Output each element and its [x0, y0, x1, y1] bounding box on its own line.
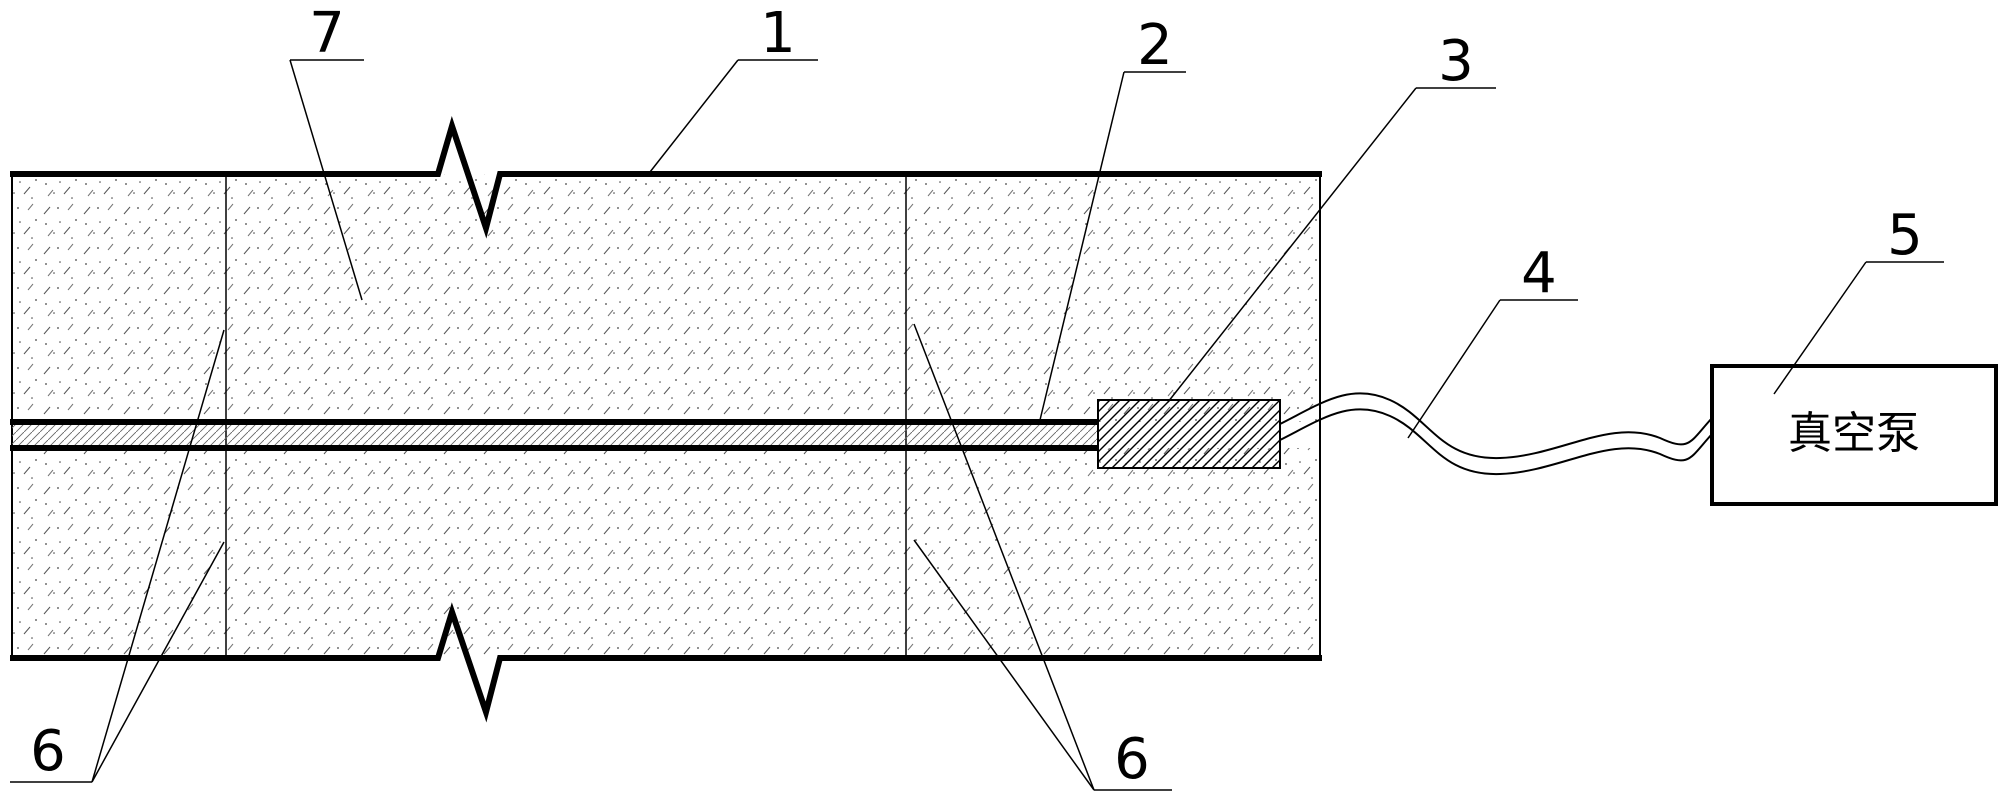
leader-3-line — [1167, 87, 1417, 403]
label-7: 7 — [309, 1, 345, 66]
vacuum-pump-text: 真空泵 — [1788, 408, 1920, 459]
leader-1-line — [649, 59, 739, 173]
soil-body-top — [12, 174, 1320, 422]
drainage-pipe-fill — [12, 422, 1098, 448]
leader-7-line — [289, 59, 363, 301]
label-1: 1 — [760, 1, 796, 66]
label-5: 5 — [1887, 203, 1923, 268]
label-6-right: 6 — [1114, 727, 1150, 792]
top-boundary-line — [10, 115, 1322, 239]
leader-6-right-line-a — [913, 323, 1095, 791]
leader-6-left-line-a — [91, 329, 225, 783]
hose-outer — [1279, 392, 1713, 460]
leader-4-line — [1407, 299, 1501, 439]
label-4: 4 — [1521, 241, 1557, 306]
label-6-left: 6 — [30, 719, 66, 784]
vacuum-pump-box — [1710, 364, 1998, 506]
leader-6-left-line-b — [91, 541, 225, 783]
leader-6-right-line-b — [913, 539, 1095, 791]
bottom-boundary-line — [10, 602, 1322, 723]
leader-5-line — [1773, 261, 1867, 395]
label-2: 2 — [1137, 13, 1173, 78]
soil-body-bottom — [12, 448, 1320, 658]
leader-2-line — [1039, 71, 1125, 421]
label-3: 3 — [1438, 29, 1474, 94]
filter-block — [1097, 399, 1281, 469]
hose-inner — [1279, 408, 1713, 476]
